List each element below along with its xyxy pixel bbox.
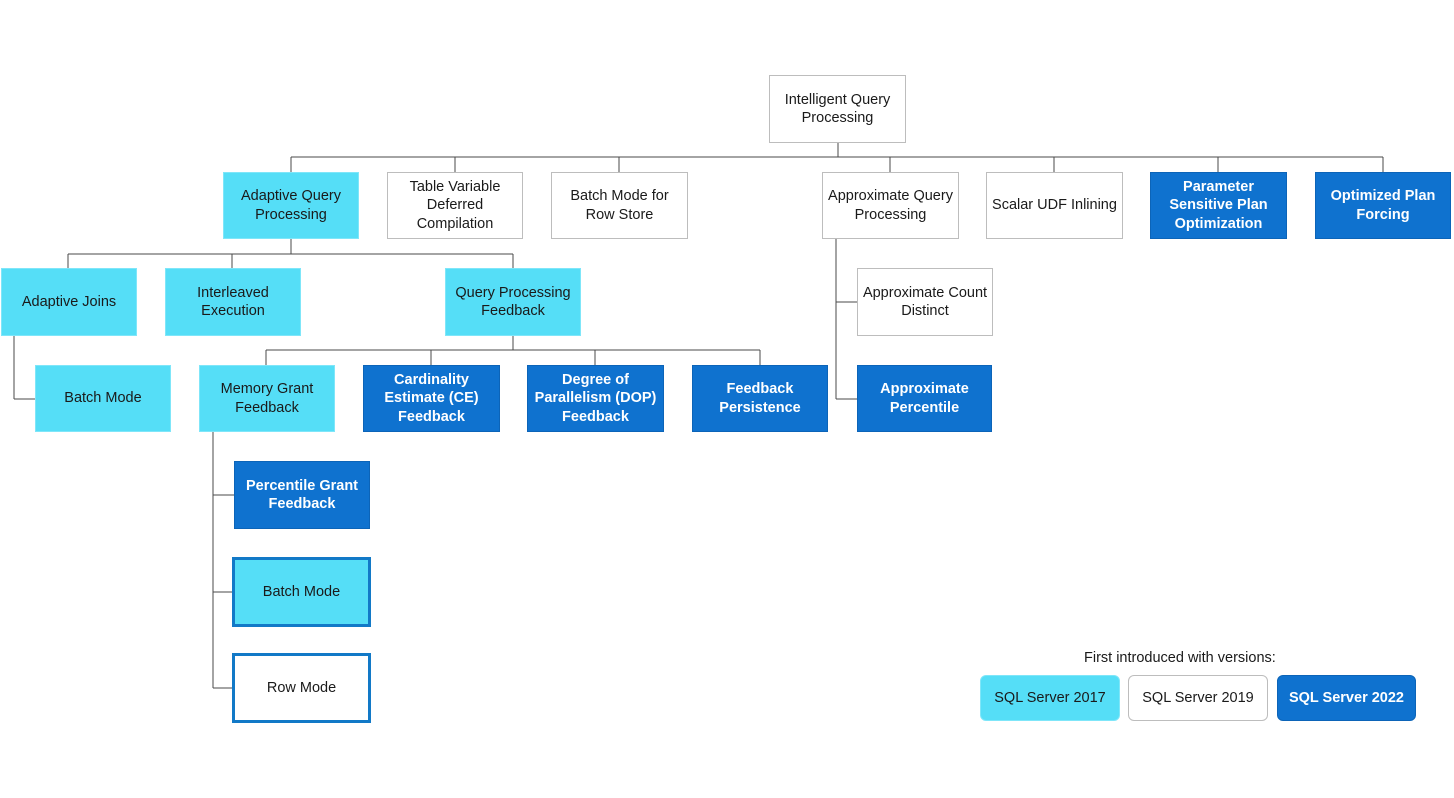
node-parameter-sensitive-plan-optimization: Parameter Sensitive Plan Optimization — [1150, 172, 1287, 239]
node-cardinality-estimate-feedback: Cardinality Estimate (CE) Feedback — [363, 365, 500, 432]
node-memory-grant-feedback: Memory Grant Feedback — [199, 365, 335, 432]
node-memory-grant-batch-mode: Batch Mode — [232, 557, 371, 627]
node-query-processing-feedback: Query Processing Feedback — [445, 268, 581, 336]
legend-sql-server-2019: SQL Server 2019 — [1128, 675, 1268, 721]
node-adaptive-joins-batch-mode: Batch Mode — [35, 365, 171, 432]
node-percentile-grant-feedback: Percentile Grant Feedback — [234, 461, 370, 529]
node-optimized-plan-forcing: Optimized Plan Forcing — [1315, 172, 1451, 239]
legend-sql-server-2017: SQL Server 2017 — [980, 675, 1120, 721]
legend-sql-server-2022: SQL Server 2022 — [1277, 675, 1416, 721]
node-adaptive-joins: Adaptive Joins — [1, 268, 137, 336]
node-approximate-percentile: Approximate Percentile — [857, 365, 992, 432]
node-table-variable-deferred-compilation: Table Variable Deferred Compilation — [387, 172, 523, 239]
node-approximate-query-processing: Approximate Query Processing — [822, 172, 959, 239]
node-scalar-udf-inlining: Scalar UDF Inlining — [986, 172, 1123, 239]
node-dop-feedback: Degree of Parallelism (DOP) Feedback — [527, 365, 664, 432]
node-batch-mode-row-store: Batch Mode for Row Store — [551, 172, 688, 239]
node-adaptive-query-processing: Adaptive Query Processing — [223, 172, 359, 239]
legend-title: First introduced with versions: — [1084, 650, 1276, 666]
node-intelligent-query-processing: Intelligent Query Processing — [769, 75, 906, 143]
node-memory-grant-row-mode: Row Mode — [232, 653, 371, 723]
node-interleaved-execution: Interleaved Execution — [165, 268, 301, 336]
node-feedback-persistence: Feedback Persistence — [692, 365, 828, 432]
node-approximate-count-distinct: Approximate Count Distinct — [857, 268, 993, 336]
